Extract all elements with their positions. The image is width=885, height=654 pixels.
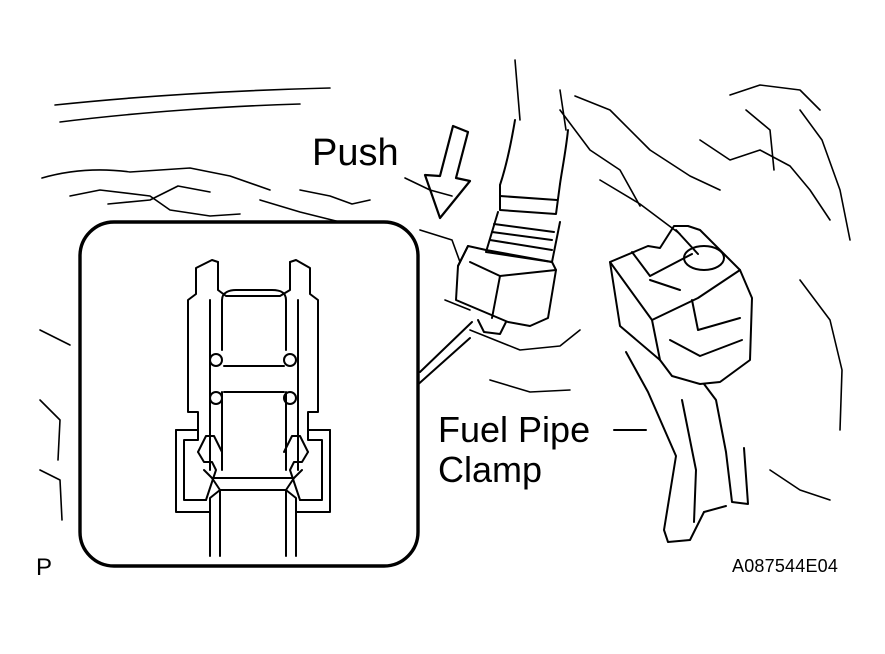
quick-connector: [455, 245, 557, 335]
down-left-arrow-icon: [423, 124, 472, 220]
fuel-pipe-clamp-label: Fuel Pipe Clamp: [438, 410, 590, 490]
detail-callout-box: [78, 220, 420, 568]
figure-code: A087544E04: [732, 556, 839, 576]
push-label: Push: [312, 132, 399, 174]
connector-cross-section: [175, 259, 331, 557]
fuel-hose: [485, 119, 569, 263]
view-marker: P: [36, 554, 53, 581]
clamp-label-line-1: Fuel Pipe: [438, 409, 591, 450]
background-sketch: [39, 59, 851, 521]
fuel-pipe-clamp: [609, 225, 753, 543]
callout-leader: [413, 321, 473, 389]
clamp-label-line-2: Clamp: [438, 449, 543, 490]
